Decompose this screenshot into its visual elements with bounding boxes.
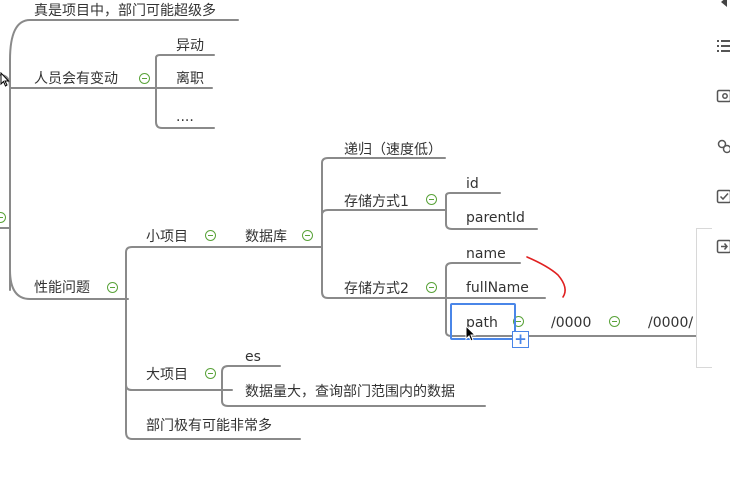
node-transfer[interactable]: 异动: [176, 38, 204, 54]
node-path-example2[interactable]: /0000/: [648, 315, 694, 331]
node-name[interactable]: name: [466, 246, 506, 262]
node-staff-change[interactable]: 人员会有变动: [34, 71, 118, 87]
mouse-pointer-icon: [465, 325, 477, 342]
task-icon[interactable]: [716, 188, 730, 204]
node-es[interactable]: es: [245, 349, 261, 365]
red-annotation-stroke: [526, 256, 566, 298]
collapse-toggle-small-project[interactable]: [205, 230, 216, 241]
node-large-project[interactable]: 大项目: [146, 367, 188, 383]
link-icon[interactable]: [716, 138, 730, 154]
collapse-toggle-storage1[interactable]: [426, 194, 437, 205]
node-id[interactable]: id: [466, 176, 479, 192]
left-pointer-icon: [0, 72, 10, 87]
node-large-data[interactable]: 数据量大，查询部门范围内的数据: [245, 384, 455, 400]
collapse-toggle-staff-change[interactable]: [139, 73, 150, 84]
collapse-toggle-performance[interactable]: [107, 282, 118, 293]
node-storage1[interactable]: 存储方式1: [344, 194, 409, 210]
node-ellipsis[interactable]: ....: [176, 109, 194, 125]
image-icon[interactable]: [716, 88, 730, 104]
side-panel-edge: [696, 228, 712, 368]
collapse-toggle-large-project[interactable]: [205, 368, 216, 379]
add-child-node-button[interactable]: +: [512, 331, 529, 348]
node-many-departments[interactable]: 部门极有可能非常多: [146, 418, 272, 434]
node-database[interactable]: 数据库: [245, 229, 287, 245]
node-resign[interactable]: 离职: [176, 71, 204, 87]
node-top-partial[interactable]: 真是项目中，部门可能超级多: [34, 3, 216, 19]
node-small-project[interactable]: 小项目: [146, 229, 188, 245]
collapse-toggle-path-example1[interactable]: [609, 316, 620, 327]
node-full-name[interactable]: fullName: [466, 280, 529, 296]
collapse-toggle-storage2[interactable]: [426, 282, 437, 293]
node-recursion[interactable]: 递归（速度低）: [344, 142, 442, 158]
node-path[interactable]: path: [466, 315, 498, 331]
export-icon[interactable]: [716, 238, 730, 254]
back-icon[interactable]: [716, 0, 730, 10]
node-performance[interactable]: 性能问题: [34, 280, 90, 296]
selected-node-frame: [450, 303, 516, 340]
node-path-example1[interactable]: /0000: [551, 315, 592, 331]
list-icon[interactable]: [716, 38, 730, 54]
collapse-toggle-database[interactable]: [302, 230, 313, 241]
collapse-toggle-path[interactable]: [513, 316, 524, 327]
node-parent-id[interactable]: parentId: [466, 210, 525, 226]
node-storage2[interactable]: 存储方式2: [344, 281, 409, 297]
